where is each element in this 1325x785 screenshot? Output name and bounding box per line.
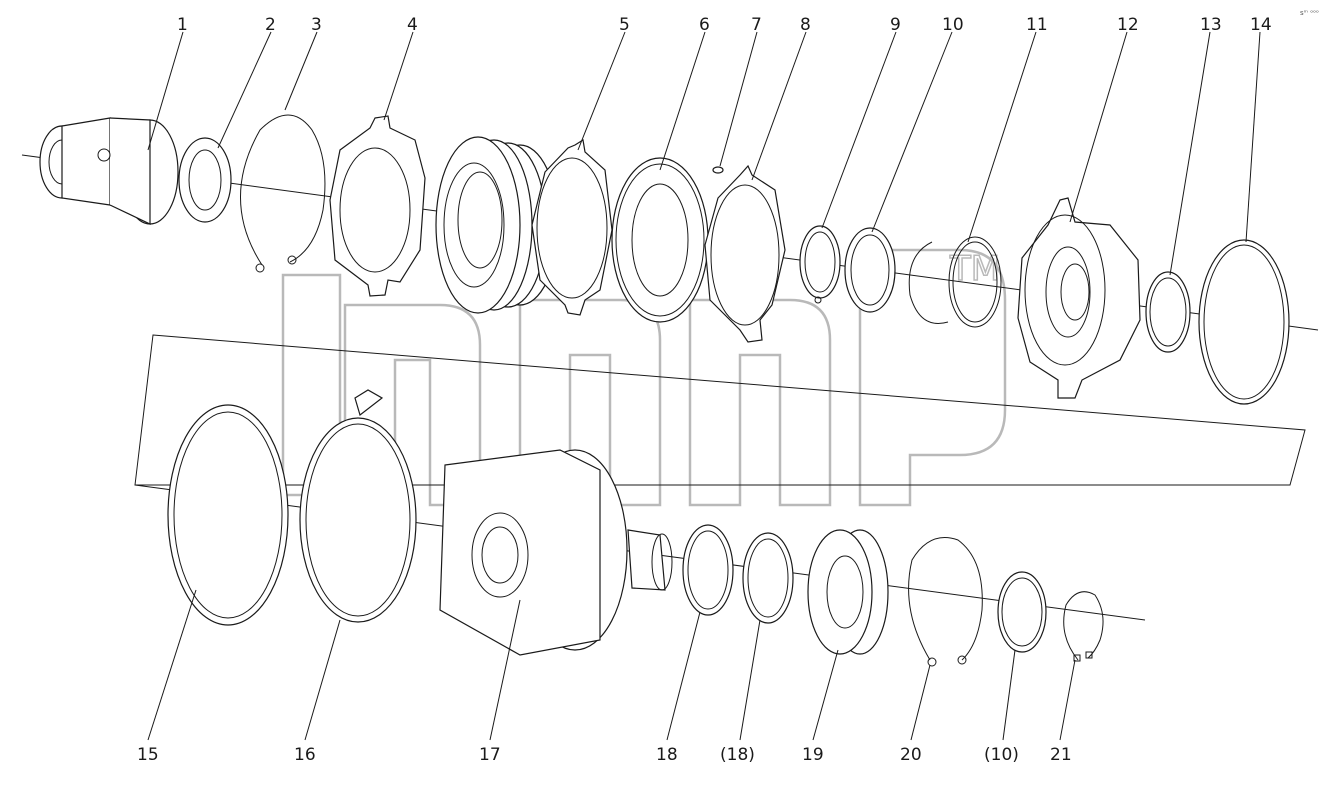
- corner-mark: sᵐ ᵒᵒᵒ: [1300, 9, 1319, 17]
- part-13-ring: [1145, 271, 1191, 353]
- part-10-ring: [844, 227, 896, 313]
- part-1-hub: [39, 117, 179, 225]
- part-clutch-pack: [435, 136, 559, 314]
- part-7-pin: [712, 166, 724, 174]
- part-20-snap-ring: [908, 537, 983, 667]
- part-16-seal-ring: [299, 389, 417, 623]
- callout-5: 5: [619, 15, 630, 35]
- part-19-bearing: [807, 529, 889, 655]
- part-10b-ring: [997, 571, 1047, 653]
- callout-12: 12: [1117, 15, 1139, 35]
- part-4-plate: [329, 115, 426, 297]
- callout-6: 6: [699, 15, 710, 35]
- part-15-thin-ring: [167, 404, 289, 626]
- callout-4: 4: [407, 15, 418, 35]
- callout-13: 13: [1200, 15, 1222, 35]
- callout-19: 19: [802, 745, 824, 765]
- callout-8: 8: [800, 15, 811, 35]
- part-6-friction-disc: [611, 157, 709, 323]
- callout-2: 2: [265, 15, 276, 35]
- callouts-bottom: 15 16 17 18 (18) 19 20 (10) 21: [137, 745, 1072, 765]
- callout-21: 21: [1050, 745, 1072, 765]
- part-17-clutch-drum: [439, 449, 673, 656]
- callout-3: 3: [311, 15, 322, 35]
- callout-7: 7: [751, 15, 762, 35]
- callout-18: 18: [656, 745, 678, 765]
- part-18-ring: [682, 524, 734, 616]
- callout-20: 20: [900, 745, 922, 765]
- part-18b-ring: [742, 532, 794, 624]
- part-21-circlip: [1063, 591, 1104, 662]
- callout-10-paren: (10): [984, 745, 1019, 765]
- part-9-ring: [799, 225, 841, 304]
- part-8-plate: [704, 164, 786, 343]
- callout-10: 10: [942, 15, 964, 35]
- frame-box: [134, 334, 1306, 486]
- callout-14: 14: [1250, 15, 1272, 35]
- part-11-spring-rings: [908, 236, 1002, 328]
- part-3-snap-ring: [240, 114, 326, 273]
- part-5-plate: [531, 139, 613, 316]
- callout-16: 16: [294, 745, 316, 765]
- watermark-tm: TM: [949, 249, 1000, 289]
- callout-15: 15: [137, 745, 159, 765]
- part-12-piston-housing: [1017, 197, 1141, 399]
- callout-11: 11: [1026, 15, 1048, 35]
- callouts-top: 1 2 3 4 5 6 7 8 9 10 11 12 13 14: [177, 15, 1272, 35]
- part-14-ring: [1198, 239, 1290, 405]
- leader-lines: [147, 31, 1261, 741]
- callout-18-paren: (18): [720, 745, 755, 765]
- callout-9: 9: [890, 15, 901, 35]
- part-2-bearing: [178, 137, 232, 223]
- callout-1: 1: [177, 15, 188, 35]
- callout-17: 17: [479, 745, 501, 765]
